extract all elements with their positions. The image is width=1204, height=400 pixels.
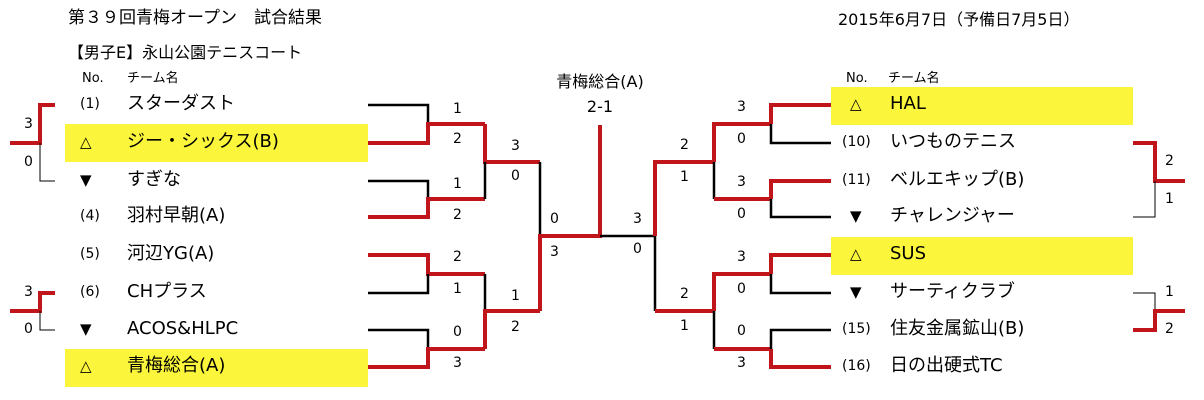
team-name: ACOS&HLPC <box>127 318 239 339</box>
score-label: 2 <box>680 137 689 153</box>
team-seed-marker: ▼ <box>80 171 92 189</box>
team-seed-marker: (15) <box>842 321 871 337</box>
venue: 【男子E】永山公園テニスコート <box>68 43 303 62</box>
score-label: 3 <box>453 355 462 371</box>
team-seed-marker: △ <box>850 245 862 263</box>
score-label: 1 <box>453 281 462 297</box>
score-label: 3 <box>511 138 520 154</box>
score-label: 3 <box>24 284 33 300</box>
score-label: 2 <box>511 319 520 335</box>
team-name: いつものテニス <box>890 131 1016 152</box>
score-label: 1 <box>453 101 462 117</box>
score-label: 2 <box>453 207 462 223</box>
team-name: HAL <box>890 93 926 114</box>
match-date: 2015年6月7日（予備日7月5日） <box>838 10 1080 29</box>
team-name: 青梅総合(A) <box>127 355 226 376</box>
score-label: 0 <box>24 154 33 170</box>
team-seed-marker: (10) <box>842 134 871 150</box>
score-label: 2 <box>1165 321 1174 337</box>
team-seed-marker: △ <box>850 95 862 113</box>
column-team-left: チーム名 <box>127 71 179 86</box>
score-label: 3 <box>550 244 559 260</box>
column-no-right: No. <box>846 71 868 86</box>
team-seed-marker: ▼ <box>80 320 92 338</box>
score-label: 0 <box>737 323 746 339</box>
team-seed-marker: (6) <box>80 284 100 300</box>
score-label: 0 <box>633 241 642 257</box>
score-label: 1 <box>453 176 462 192</box>
highlight-left-8 <box>65 349 368 387</box>
score-label: 3 <box>737 99 746 115</box>
champion-name: 青梅総合(A) <box>556 72 644 91</box>
team-seed-marker: (4) <box>80 208 100 224</box>
score-label: 1 <box>680 169 689 185</box>
highlight-right-1 <box>831 87 1133 125</box>
team-seed-marker: ▼ <box>850 283 862 301</box>
score-label: 3 <box>737 355 746 371</box>
score-label: 2 <box>680 286 689 302</box>
team-seed-marker: (5) <box>80 246 100 262</box>
team-name: スターダスト <box>127 93 235 114</box>
team-seed-marker: △ <box>80 357 92 375</box>
score-label: 2 <box>453 249 462 265</box>
score-label: 3 <box>633 211 642 227</box>
score-label: 3 <box>737 249 746 265</box>
score-label: 0 <box>453 324 462 340</box>
score-label: 3 <box>24 116 33 132</box>
highlight-left-2 <box>65 124 368 162</box>
team-name: 住友金属鉱山(B) <box>890 318 1025 339</box>
team-name: ベルエキップ(B) <box>890 169 1025 190</box>
team-seed-marker: ▼ <box>850 207 862 225</box>
score-label: 2 <box>453 131 462 147</box>
team-name: ジー・シックス(B) <box>127 131 279 152</box>
score-label: 1 <box>680 318 689 334</box>
score-label: 0 <box>511 168 520 184</box>
score-label: 0 <box>550 211 559 227</box>
team-name: SUS <box>890 243 927 264</box>
team-name: チャレンジャー <box>890 205 1015 226</box>
score-label: 1 <box>1165 191 1174 207</box>
team-name: 河辺YG(A) <box>127 243 215 264</box>
page-title: 第３９回青梅オープン 試合結果 <box>68 8 322 28</box>
team-seed-marker: (1) <box>80 96 100 112</box>
team-seed-marker: (16) <box>842 358 871 374</box>
team-seed-marker: △ <box>80 133 92 151</box>
score-label: 0 <box>24 321 33 337</box>
team-name: CHプラス <box>127 281 207 302</box>
team-name: 日の出硬式TC <box>890 355 1003 376</box>
team-name: 羽村早朝(A) <box>127 205 226 226</box>
team-name: すぎな <box>127 169 181 190</box>
score-label: 1 <box>511 288 520 304</box>
score-label: 0 <box>737 206 746 222</box>
team-seed-marker: (11) <box>842 172 871 188</box>
score-label: 0 <box>737 281 746 297</box>
column-no-left: No. <box>82 71 104 86</box>
score-label: 3 <box>737 174 746 190</box>
column-team-right: チーム名 <box>888 71 940 86</box>
champion-score: 2-1 <box>586 97 614 116</box>
team-name: サーティクラブ <box>890 281 1015 302</box>
score-label: 0 <box>737 131 746 147</box>
score-label: 2 <box>1165 153 1174 169</box>
score-label: 1 <box>1165 284 1174 300</box>
highlight-right-5 <box>831 237 1133 275</box>
